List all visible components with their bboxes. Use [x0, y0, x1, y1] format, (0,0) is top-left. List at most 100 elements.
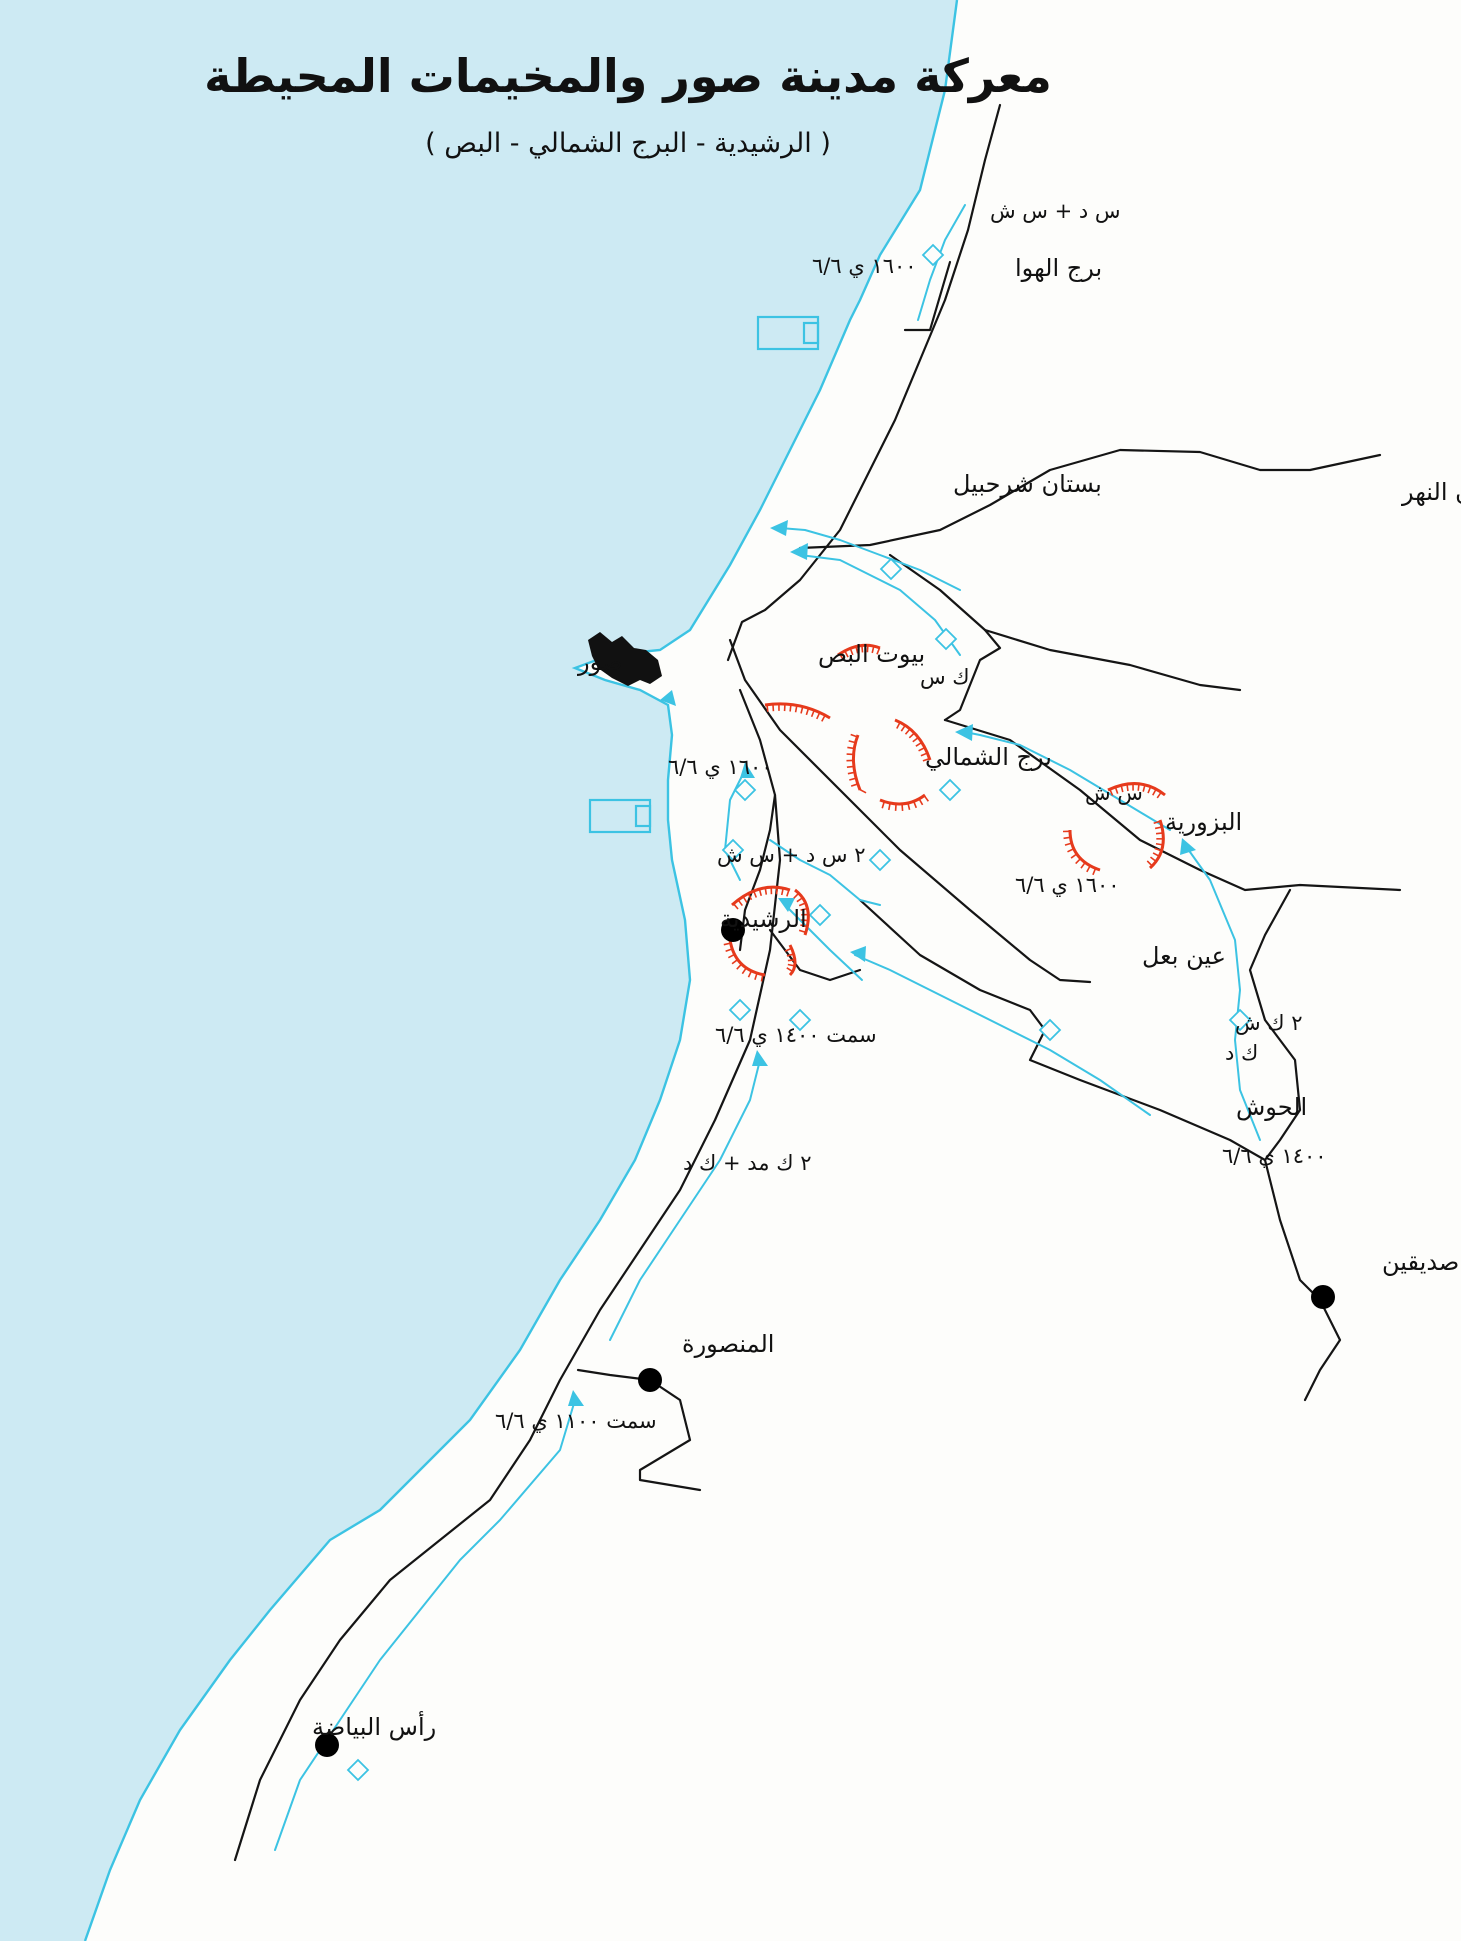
label-hawsh: الحوش: [1236, 1093, 1307, 1121]
defense-tick: [876, 647, 881, 655]
road-buss-ring: [888, 553, 1002, 722]
defense-tick: [1155, 842, 1164, 846]
lozenge: [1038, 1018, 1062, 1042]
label-bazuriyeh: البزورية: [1165, 808, 1242, 836]
label-unit-hawsh-1: ٢ ك ش: [1235, 1011, 1303, 1035]
label-unit-south-rashidieh: ٢ س د + س ش: [717, 843, 866, 867]
defense-tick: [766, 704, 769, 712]
defense-tick: [918, 746, 926, 752]
defense-tick: [786, 953, 794, 957]
map-subtitle: ( الرشيدية - البرج الشمالي - البص ): [425, 128, 831, 159]
defense-tick: [725, 948, 733, 953]
defense-tick: [908, 732, 915, 739]
defense-tick: [918, 798, 924, 806]
defense-tick: [846, 765, 854, 769]
road-sadiqin: [1263, 1158, 1342, 1402]
advance-buss: [799, 554, 961, 656]
defense-tick: [801, 919, 809, 922]
defense-tick: [1147, 786, 1152, 794]
defense-tick: [752, 890, 758, 898]
defense-tick: [847, 771, 855, 775]
defense-tick: [764, 887, 768, 895]
defense-rashidieh: [728, 885, 810, 977]
advance-coastal-south: [274, 1399, 576, 1851]
defense-tick: [821, 714, 826, 722]
town-marker-sadiqin: [1311, 1285, 1335, 1309]
coastline: [83, 0, 959, 1941]
defense-tick: [727, 953, 735, 959]
label-time-north-sea: ١٦٠٠ ي ٦/٦: [812, 254, 917, 278]
lozenge: [808, 903, 832, 927]
defense-tick: [907, 802, 911, 811]
lozenge: [934, 627, 958, 651]
defense-tick: [920, 752, 928, 757]
road-inland-rashidieh: [738, 688, 777, 952]
label-time-rashidieh-south: سمت ١٤٠٠ ي ٦/٦: [715, 1023, 877, 1047]
defense-tick: [855, 646, 859, 654]
defense-tick: [1150, 856, 1157, 862]
defense-tick: [901, 803, 904, 811]
road-coastal-south: [233, 793, 782, 1862]
advance-routes: [274, 204, 1261, 1851]
force-box-north-inner: [802, 321, 820, 345]
defense-tick: [1153, 820, 1161, 825]
defense-tick: [1152, 852, 1160, 857]
force-box-south-inner: [634, 804, 652, 828]
arrowhead: [740, 762, 755, 778]
defense-tick: [1109, 788, 1114, 796]
defense-tick: [1154, 847, 1162, 852]
defense-tick: [849, 648, 854, 656]
lozenge: [733, 778, 757, 802]
label-burj-hawa: برج الهوا: [1015, 254, 1102, 282]
defense-tick: [922, 757, 930, 762]
road-ain-baal: [858, 898, 1267, 1162]
defense-tick: [737, 899, 743, 907]
defense-tick: [1080, 862, 1086, 869]
town-marker-rashidieh: [721, 918, 745, 942]
defense-tick: [1142, 784, 1146, 792]
road-bazuriyeh-south: [943, 718, 1402, 892]
arrowhead: [790, 543, 808, 560]
defense-tick: [1075, 858, 1082, 865]
defense-tick: [805, 708, 810, 716]
defense-tick: [848, 740, 856, 744]
defense-tick: [796, 897, 804, 903]
arrowhead: [660, 690, 676, 706]
force-boxes: [588, 315, 820, 834]
arrowhead: [770, 520, 788, 536]
label-unit-bazuriyeh: س ش: [1085, 781, 1143, 805]
label-ras-bayyada: رأس البياضة: [312, 1711, 436, 1741]
advance-east-hawsh: [1184, 844, 1261, 1141]
defense-tick: [798, 902, 806, 907]
defense-tick: [760, 974, 764, 982]
defense-tick: [786, 967, 794, 973]
defense-tick: [731, 958, 739, 965]
defense-tick: [1154, 826, 1163, 830]
lozenge: [788, 1008, 812, 1032]
defense-tick: [1120, 785, 1124, 793]
defense-tick: [798, 929, 807, 934]
defense-tick: [1156, 791, 1162, 799]
defense-tick: [912, 736, 919, 743]
town-marker-ras-bayyada: [315, 1733, 339, 1757]
defense-positions: [723, 643, 1166, 982]
defense-tick: [787, 963, 795, 967]
defense-tick: [780, 888, 784, 896]
arrowhead: [778, 898, 795, 912]
defense-tick: [741, 967, 747, 975]
lozenge: [879, 557, 903, 581]
arrowhead: [850, 946, 866, 962]
sea-area: [0, 0, 957, 1941]
defense-tick: [887, 802, 891, 811]
defense-tick: [747, 893, 753, 901]
label-burj-shemali: برج الشمالي: [925, 743, 1052, 771]
label-time-mansoura: سمت ١١٠٠ ي ٦/٦: [495, 1409, 657, 1433]
defense-tick: [1067, 848, 1075, 853]
defense-tick: [900, 724, 906, 732]
advance-rashidieh-east: [769, 839, 881, 906]
defense-tick: [723, 942, 731, 946]
label-ain-baal: عين بعل: [1142, 942, 1226, 970]
defense-burj-shemali: [852, 718, 932, 806]
road-junction-east: [728, 638, 1092, 984]
label-sadiqin: صديقين: [1382, 1248, 1459, 1276]
